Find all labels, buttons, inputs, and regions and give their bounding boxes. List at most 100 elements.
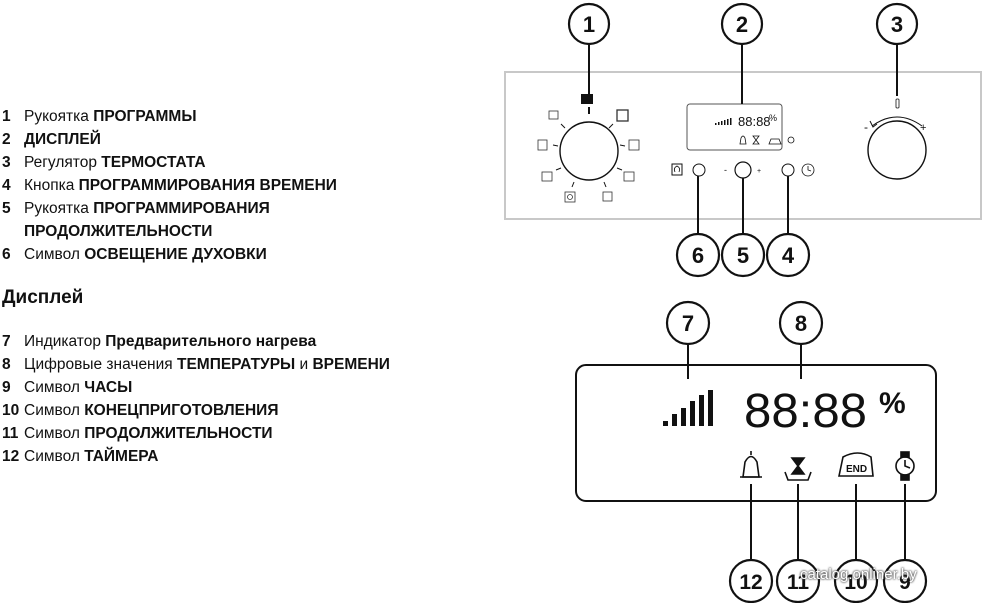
svg-text:9: 9: [899, 571, 911, 594]
legend-num: 8: [2, 356, 11, 373]
legend-num: 4: [2, 177, 11, 194]
display-frame: [575, 364, 937, 502]
legend-item-4: 4 Кнопка ПРОГРАММИРОВАНИЯ ВРЕМЕНИ: [2, 177, 337, 195]
callout-2: 2: [720, 2, 764, 46]
legend-num: 7: [2, 333, 11, 350]
callout-5: 5: [720, 232, 766, 278]
legend-label: Кнопка: [24, 177, 79, 194]
legend-label: Регулятор: [24, 154, 102, 171]
temperature-time-digits: 88:88: [744, 385, 867, 438]
legend-label: Рукоятка: [24, 108, 94, 125]
callout-6: 6: [675, 232, 721, 278]
callout-4: 4: [765, 232, 811, 278]
legend-label: Символ: [24, 402, 85, 419]
clock-watch-icon: [895, 451, 915, 481]
legend-item-1: 1 Рукоятка ПРОГРАММЫ: [2, 108, 197, 126]
svg-text:3: 3: [891, 12, 903, 37]
svg-text:11: 11: [787, 571, 810, 594]
program-symbols: [537, 109, 640, 203]
fan-grill-icon: [541, 171, 553, 182]
svg-text:7: 7: [682, 311, 694, 336]
legend-num: 6: [2, 246, 11, 263]
legend-item-5: 5 Рукоятка ПРОГРАММИРОВАНИЯ: [2, 200, 270, 218]
timer-bell-icon: [740, 451, 762, 478]
legend-num: 3: [2, 154, 11, 171]
display-callout-lines: [687, 343, 906, 565]
program-knob-indicator: [581, 94, 593, 104]
legend-num: 5: [2, 200, 11, 217]
legend-highlight: ТЕМПЕРАТУРЫ: [176, 356, 296, 373]
duration-minus-mark: -: [724, 165, 727, 175]
legend-num: 1: [2, 108, 11, 125]
legend-item-7: 7 Индикатор Предварительного нагрева: [2, 333, 316, 351]
svg-text:5: 5: [737, 243, 749, 268]
legend-highlight: ПРОГРАММИРОВАНИЯ: [93, 200, 270, 217]
oven-off-icon: [616, 109, 629, 122]
duration-knob[interactable]: [734, 161, 752, 179]
end-label: END: [846, 464, 867, 475]
small-end-icon: [768, 138, 782, 145]
callout-1: 1: [567, 2, 611, 46]
callout-10: 10: [833, 558, 879, 603]
legend-highlight: ДИСПЛЕЙ: [24, 131, 101, 148]
thermostat-knob-group: - +: [864, 98, 927, 180]
clock-button[interactable]: [781, 163, 795, 177]
program-knob[interactable]: [559, 94, 619, 181]
small-display-unit: %: [769, 113, 777, 123]
callout-8: 8: [778, 300, 824, 346]
legend-highlight: ПРОДОЛЖИТЕЛЬНОСТИ: [24, 223, 213, 240]
thermostat-minus-mark: -: [864, 120, 868, 134]
legend-item-5-cont: ПРОДОЛЖИТЕЛЬНОСТИ: [2, 223, 212, 241]
small-clock-icon: [787, 136, 795, 144]
duration-plus-mark: +: [757, 168, 761, 175]
legend-num: 9: [2, 379, 11, 396]
legend-num: 12: [2, 448, 20, 465]
duration-hourglass-icon: [784, 457, 812, 481]
program-ticks: [552, 123, 626, 188]
legend-label: Индикатор: [24, 333, 106, 350]
small-bell-icon: [739, 135, 747, 145]
preheat-indicator: [663, 390, 713, 426]
svg-text:2: 2: [736, 12, 748, 37]
grill-icon: [548, 110, 559, 120]
legend-num: 2: [2, 131, 11, 148]
legend-highlight: ПРОГРАММИРОВАНИЯ ВРЕМЕНИ: [78, 177, 337, 194]
legend-item-2: 2 ДИСПЛЕЙ: [2, 131, 101, 149]
bottom-heat-icon: [602, 191, 613, 202]
thermometer-icon: [895, 98, 900, 109]
panel-display: 88:88 %: [686, 103, 795, 151]
legend-highlight: ВРЕМЕНИ: [312, 356, 390, 373]
conventional-icon: [623, 171, 635, 182]
callout-9: 9: [882, 558, 928, 603]
pizza-icon: [564, 191, 576, 203]
svg-text:6: 6: [692, 243, 704, 268]
watermark: catalog.onliner.by: [800, 566, 917, 583]
legend-highlight: ТЕРМОСТАТА: [101, 154, 206, 171]
callout-7: 7: [665, 300, 711, 346]
legend-highlight: Предварительного нагрева: [105, 333, 317, 350]
legend-highlight: ЧАСЫ: [84, 379, 133, 396]
legend-label: Рукоятка: [24, 200, 94, 217]
fan-icon: [628, 139, 640, 151]
legend-highlight: ТАЙМЕРА: [84, 448, 159, 465]
defrost-icon: [537, 139, 548, 151]
svg-text:10: 10: [844, 571, 867, 594]
small-display-digits: 88:88: [738, 114, 771, 129]
legend-highlight: ПРОГРАММЫ: [93, 108, 197, 125]
thermostat-plus-mark: +: [920, 122, 926, 134]
legend-label: Символ: [24, 379, 85, 396]
display-section-title: Дисплей: [2, 287, 84, 308]
thermostat-knob[interactable]: [867, 120, 927, 180]
legend-num: 10: [2, 402, 20, 419]
oven-light-button[interactable]: [692, 163, 706, 177]
callout-3: 3: [875, 2, 919, 46]
oven-light-icon: [671, 163, 683, 176]
legend-highlight: ОСВЕЩЕНИЕ ДУХОВКИ: [84, 246, 267, 263]
legend-highlight: ПРОДОЛЖИТЕЛЬНОСТИ: [84, 425, 273, 442]
legend-label: Символ: [24, 448, 85, 465]
